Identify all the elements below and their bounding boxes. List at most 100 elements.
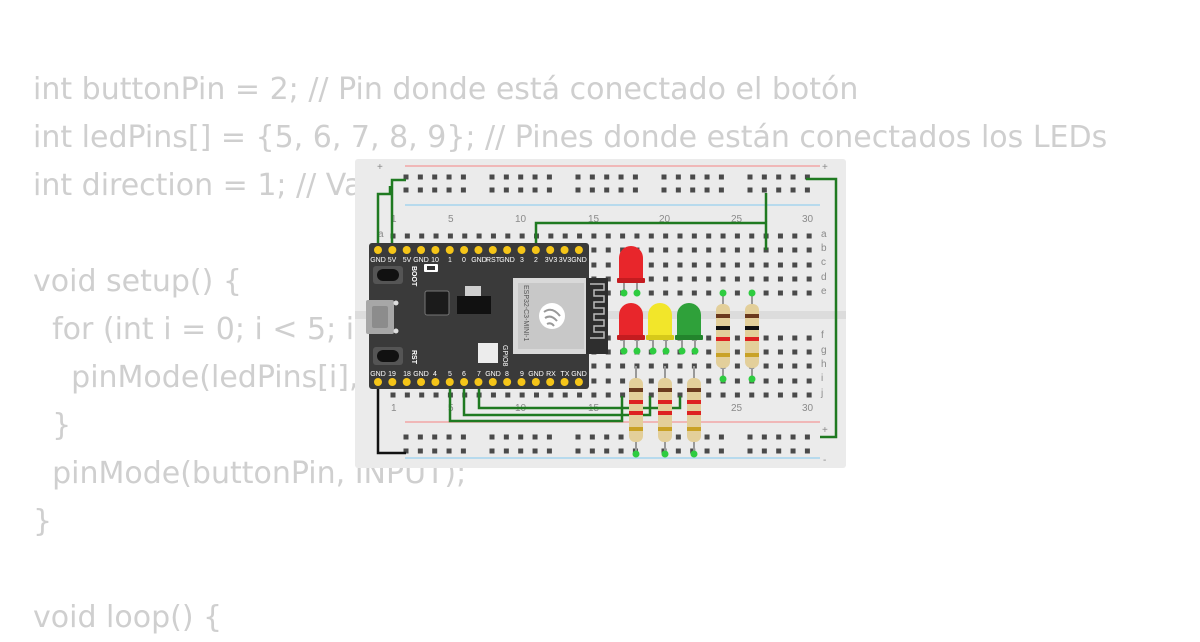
resistor-band <box>658 427 672 431</box>
breadboard-hole <box>777 247 783 253</box>
rail-hole <box>790 187 796 193</box>
pin-label: GND <box>571 371 587 378</box>
pin-label: RX <box>546 371 556 378</box>
board-pin <box>374 378 382 386</box>
resistor-band <box>629 411 643 415</box>
rail-hole <box>761 174 767 180</box>
breadboard-hole <box>605 363 611 369</box>
pin-label: GND <box>528 371 544 378</box>
breadboard-hole <box>720 262 726 268</box>
breadboard-hole <box>605 392 611 398</box>
resistor[interactable] <box>716 292 730 379</box>
column-number: 25 <box>731 403 743 414</box>
pin-label: 3V3 <box>545 257 558 264</box>
board-pin <box>560 246 569 254</box>
board-pin <box>574 378 583 386</box>
code-line: } <box>33 504 53 539</box>
rail-hole <box>546 448 552 454</box>
breadboard-hole <box>677 276 683 282</box>
wire-pin6[interactable] <box>462 383 652 417</box>
breadboard-hole <box>663 290 669 296</box>
rail-hole <box>403 174 409 180</box>
wire-gnd[interactable] <box>376 186 392 245</box>
wire-5v[interactable] <box>390 178 406 245</box>
breadboard-hole <box>706 335 712 341</box>
column-numbers-top: 1 5 10 15 20 25 30 <box>391 214 814 225</box>
breadboard-hole <box>749 262 755 268</box>
breadboard-hole <box>620 392 626 398</box>
wire-right-rail[interactable] <box>806 177 838 439</box>
breadboard-hole <box>677 290 683 296</box>
pin-label: 5V <box>388 257 397 264</box>
breadboard-hole <box>648 378 654 384</box>
connection-dot <box>632 450 640 458</box>
breadboard-hole <box>591 247 597 253</box>
rail-hole <box>589 448 595 454</box>
breadboard-hole <box>792 378 798 384</box>
rst-button[interactable] <box>377 350 399 362</box>
breadboard-hole <box>806 363 812 369</box>
led-red[interactable] <box>617 246 645 292</box>
breadboard-hole <box>562 233 568 239</box>
breadboard-hole <box>792 363 798 369</box>
connection-dot <box>661 450 669 458</box>
breadboard-hole <box>734 363 740 369</box>
resistor[interactable] <box>629 366 643 454</box>
wire-pin2[interactable] <box>534 221 768 250</box>
breadboard-hole <box>806 392 812 398</box>
rail-hole <box>446 434 452 440</box>
rail-hole <box>546 174 552 180</box>
breadboard-hole <box>806 262 812 268</box>
breadboard-hole <box>577 392 583 398</box>
rail-hole <box>575 187 581 193</box>
rail-hole <box>790 174 796 180</box>
breadboard-hole <box>677 363 683 369</box>
resistor[interactable] <box>658 366 672 454</box>
breadboard-hole <box>605 290 611 296</box>
breadboard-hole <box>706 262 712 268</box>
wire-pin7[interactable] <box>477 383 682 410</box>
pin-label: TX <box>561 371 570 378</box>
wire-ground-black[interactable] <box>376 383 406 455</box>
breadboard-hole <box>777 335 783 341</box>
rail-hole <box>704 448 710 454</box>
rail-hole <box>604 448 610 454</box>
resistors <box>629 292 759 454</box>
boot-button[interactable] <box>377 269 399 281</box>
breadboard-hole <box>677 262 683 268</box>
connection-dot <box>633 347 641 355</box>
breadboard-hole <box>663 247 669 253</box>
rail-hole <box>718 187 724 193</box>
breadboard-hole <box>706 276 712 282</box>
breadboard-hole <box>749 276 755 282</box>
code-line: } <box>33 408 72 443</box>
breadboard-hole <box>605 262 611 268</box>
esp32-c3-board[interactable]: GND 5V 5V GND 10 1 0 GND RST GND 3 2 3V3… <box>366 243 608 389</box>
breadboard-hole <box>763 335 769 341</box>
rail-hole <box>503 448 509 454</box>
board-pin <box>574 246 583 254</box>
rail-hole <box>503 187 509 193</box>
rail-hole <box>704 174 710 180</box>
breadboard-hole <box>763 290 769 296</box>
breadboard-hole <box>677 392 683 398</box>
rail-minus-label: - <box>823 455 826 466</box>
rail-hole <box>618 448 624 454</box>
column-number: 5 <box>448 214 454 225</box>
breadboard-hole <box>749 247 755 253</box>
breadboard-hole <box>806 290 812 296</box>
resistor[interactable] <box>687 366 701 454</box>
led-body <box>677 303 701 337</box>
column-number: 1 <box>391 214 397 225</box>
breadboard-hole <box>591 363 597 369</box>
rail-hole <box>460 174 466 180</box>
resistor-band <box>687 400 701 404</box>
breadboard-hole <box>663 262 669 268</box>
breadboard-hole <box>792 392 798 398</box>
breadboard-hole <box>734 335 740 341</box>
resistor[interactable] <box>745 292 759 379</box>
led-green[interactable] <box>675 303 703 351</box>
row-letter: e <box>821 286 827 297</box>
resistor-band <box>745 314 759 318</box>
pin-label: 4 <box>433 371 437 378</box>
